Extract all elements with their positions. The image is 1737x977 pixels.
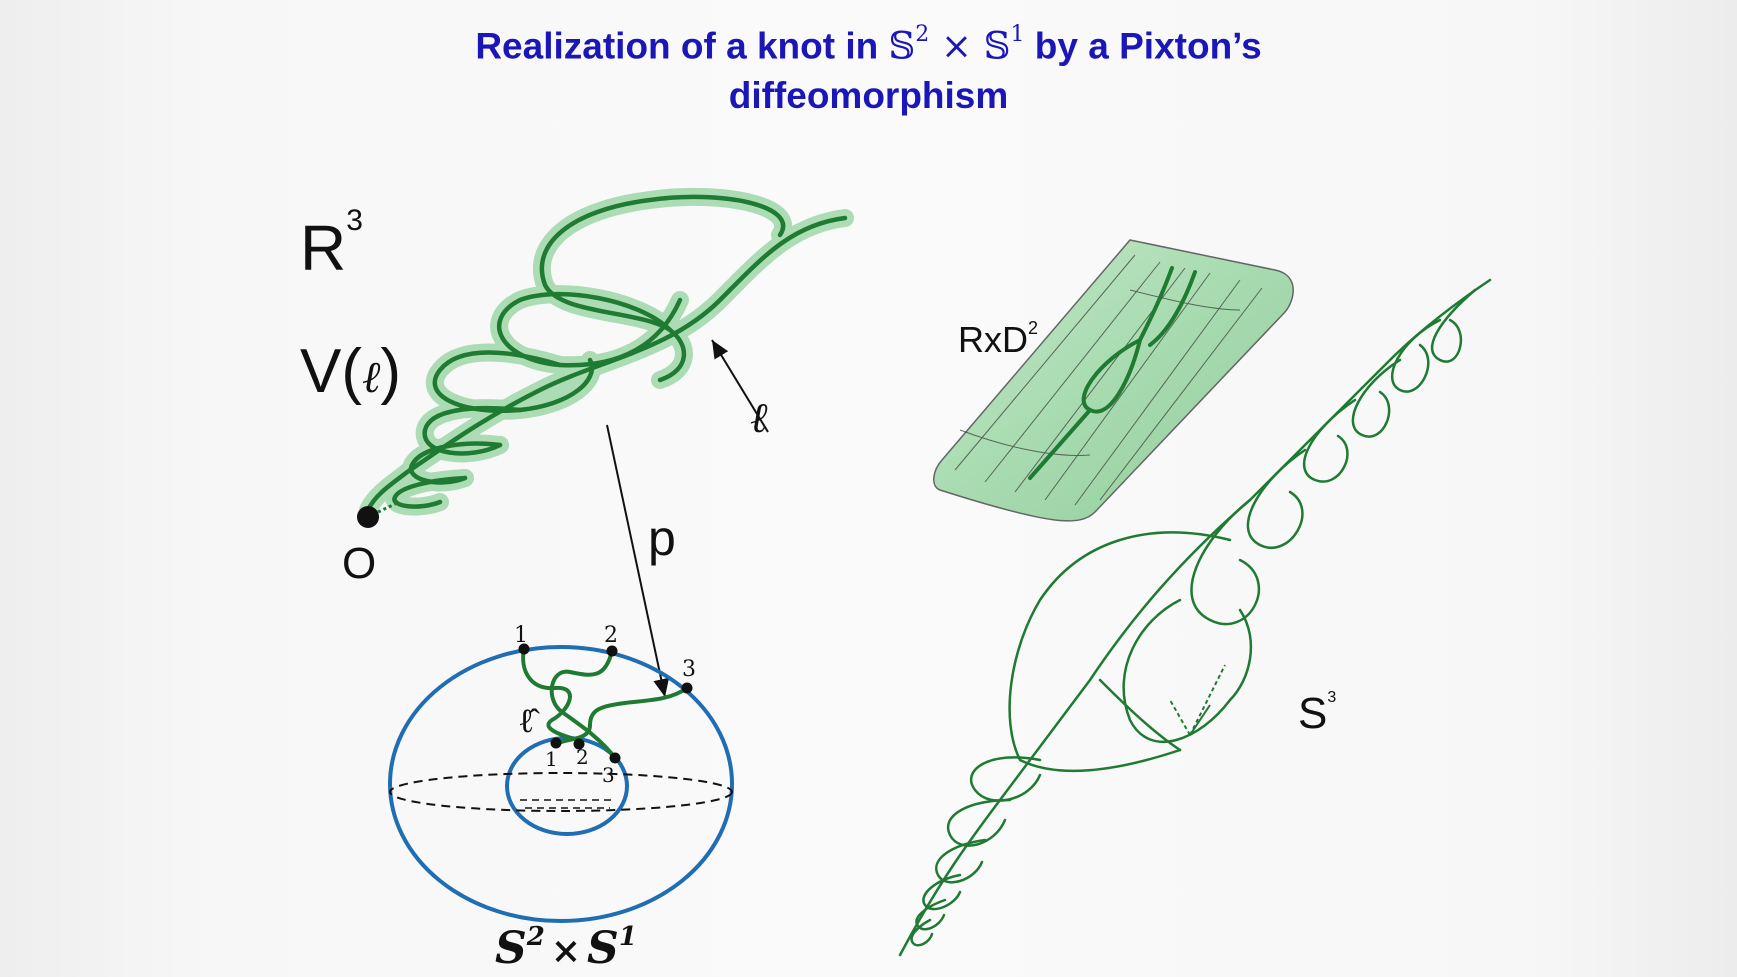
outer-point-label-2: 2 bbox=[604, 623, 618, 648]
knot-curve-ell bbox=[365, 194, 848, 513]
rxd2-exponent: 2 bbox=[1028, 318, 1038, 338]
ell-label: ℓ bbox=[750, 393, 768, 442]
title-line-1: Realization of a knot in 𝕊2 × 𝕊1 by a Pi… bbox=[0, 14, 1737, 71]
s2s1-times: × bbox=[551, 930, 581, 972]
s2s1-exp-a: 2 bbox=[526, 922, 545, 952]
outer-point-label-3: 3 bbox=[682, 657, 696, 682]
tube-body bbox=[933, 239, 1294, 522]
inner-point-label-3: 3 bbox=[602, 763, 615, 787]
title-s1-exponent: 1 bbox=[1010, 22, 1025, 47]
tube-field-lines bbox=[954, 254, 1263, 506]
inner-point-3 bbox=[609, 752, 621, 764]
p-label: p bbox=[648, 510, 676, 566]
projection-arrow-p bbox=[606, 424, 670, 698]
ell-pointer-arrow bbox=[711, 339, 769, 433]
v-ell-label: V(ℓ) bbox=[300, 337, 401, 406]
outer-point-3 bbox=[681, 682, 693, 694]
tube-neighbourhood bbox=[359, 187, 854, 519]
s2s1-exp-b: 1 bbox=[619, 922, 637, 952]
title-s2-symbol: 𝕊 bbox=[888, 24, 916, 68]
knot-hat-arcs bbox=[521, 647, 689, 760]
title-s2-exponent: 2 bbox=[915, 22, 930, 47]
outer-point-2 bbox=[606, 645, 618, 657]
s3-knot bbox=[898, 278, 1492, 957]
slide-title: Realization of a knot in 𝕊2 × 𝕊1 by a Pi… bbox=[0, 14, 1737, 121]
title-text-end: by a Pixton’s bbox=[1024, 25, 1262, 67]
r3-knot-group bbox=[357, 187, 854, 528]
title-times-symbol: × bbox=[929, 24, 984, 68]
outer-point-label-1: 1 bbox=[514, 623, 528, 648]
tube-core-knot bbox=[1028, 266, 1197, 480]
s2xs1-figure: 1 2 3 1 2 3 ℓ̂ bbox=[388, 623, 734, 923]
r3-exponent: 3 bbox=[346, 204, 363, 237]
title-text-start: Realization of a knot in bbox=[475, 25, 889, 67]
inner-point-label-1: 1 bbox=[545, 747, 558, 771]
v-ell-symbol: ℓ bbox=[362, 352, 381, 403]
s2xs1-label: S2×S1 bbox=[495, 922, 637, 974]
ell-hat-label: ℓ̂ bbox=[518, 701, 540, 741]
outer-sphere bbox=[388, 645, 734, 923]
equator-dashed bbox=[389, 772, 733, 812]
s3-label: S3 bbox=[1298, 689, 1336, 738]
boundary-points bbox=[518, 643, 693, 764]
r3-label: R3 bbox=[300, 204, 363, 284]
s3-exponent: 3 bbox=[1327, 689, 1336, 706]
inner-point-2 bbox=[573, 738, 585, 750]
inner-point-label-2: 2 bbox=[576, 745, 589, 769]
origin-point bbox=[357, 506, 379, 528]
title-line-2: diffeomorphism bbox=[728, 75, 1009, 117]
rxd2-label: RxD2 bbox=[958, 318, 1038, 360]
rxd2-tube bbox=[933, 239, 1294, 522]
origin-label: O bbox=[342, 539, 376, 588]
inner-point-1 bbox=[550, 737, 562, 749]
outer-point-1 bbox=[518, 643, 530, 655]
title-s1-symbol: 𝕊 bbox=[983, 24, 1011, 68]
s3-knot-arrows bbox=[1169, 664, 1226, 736]
